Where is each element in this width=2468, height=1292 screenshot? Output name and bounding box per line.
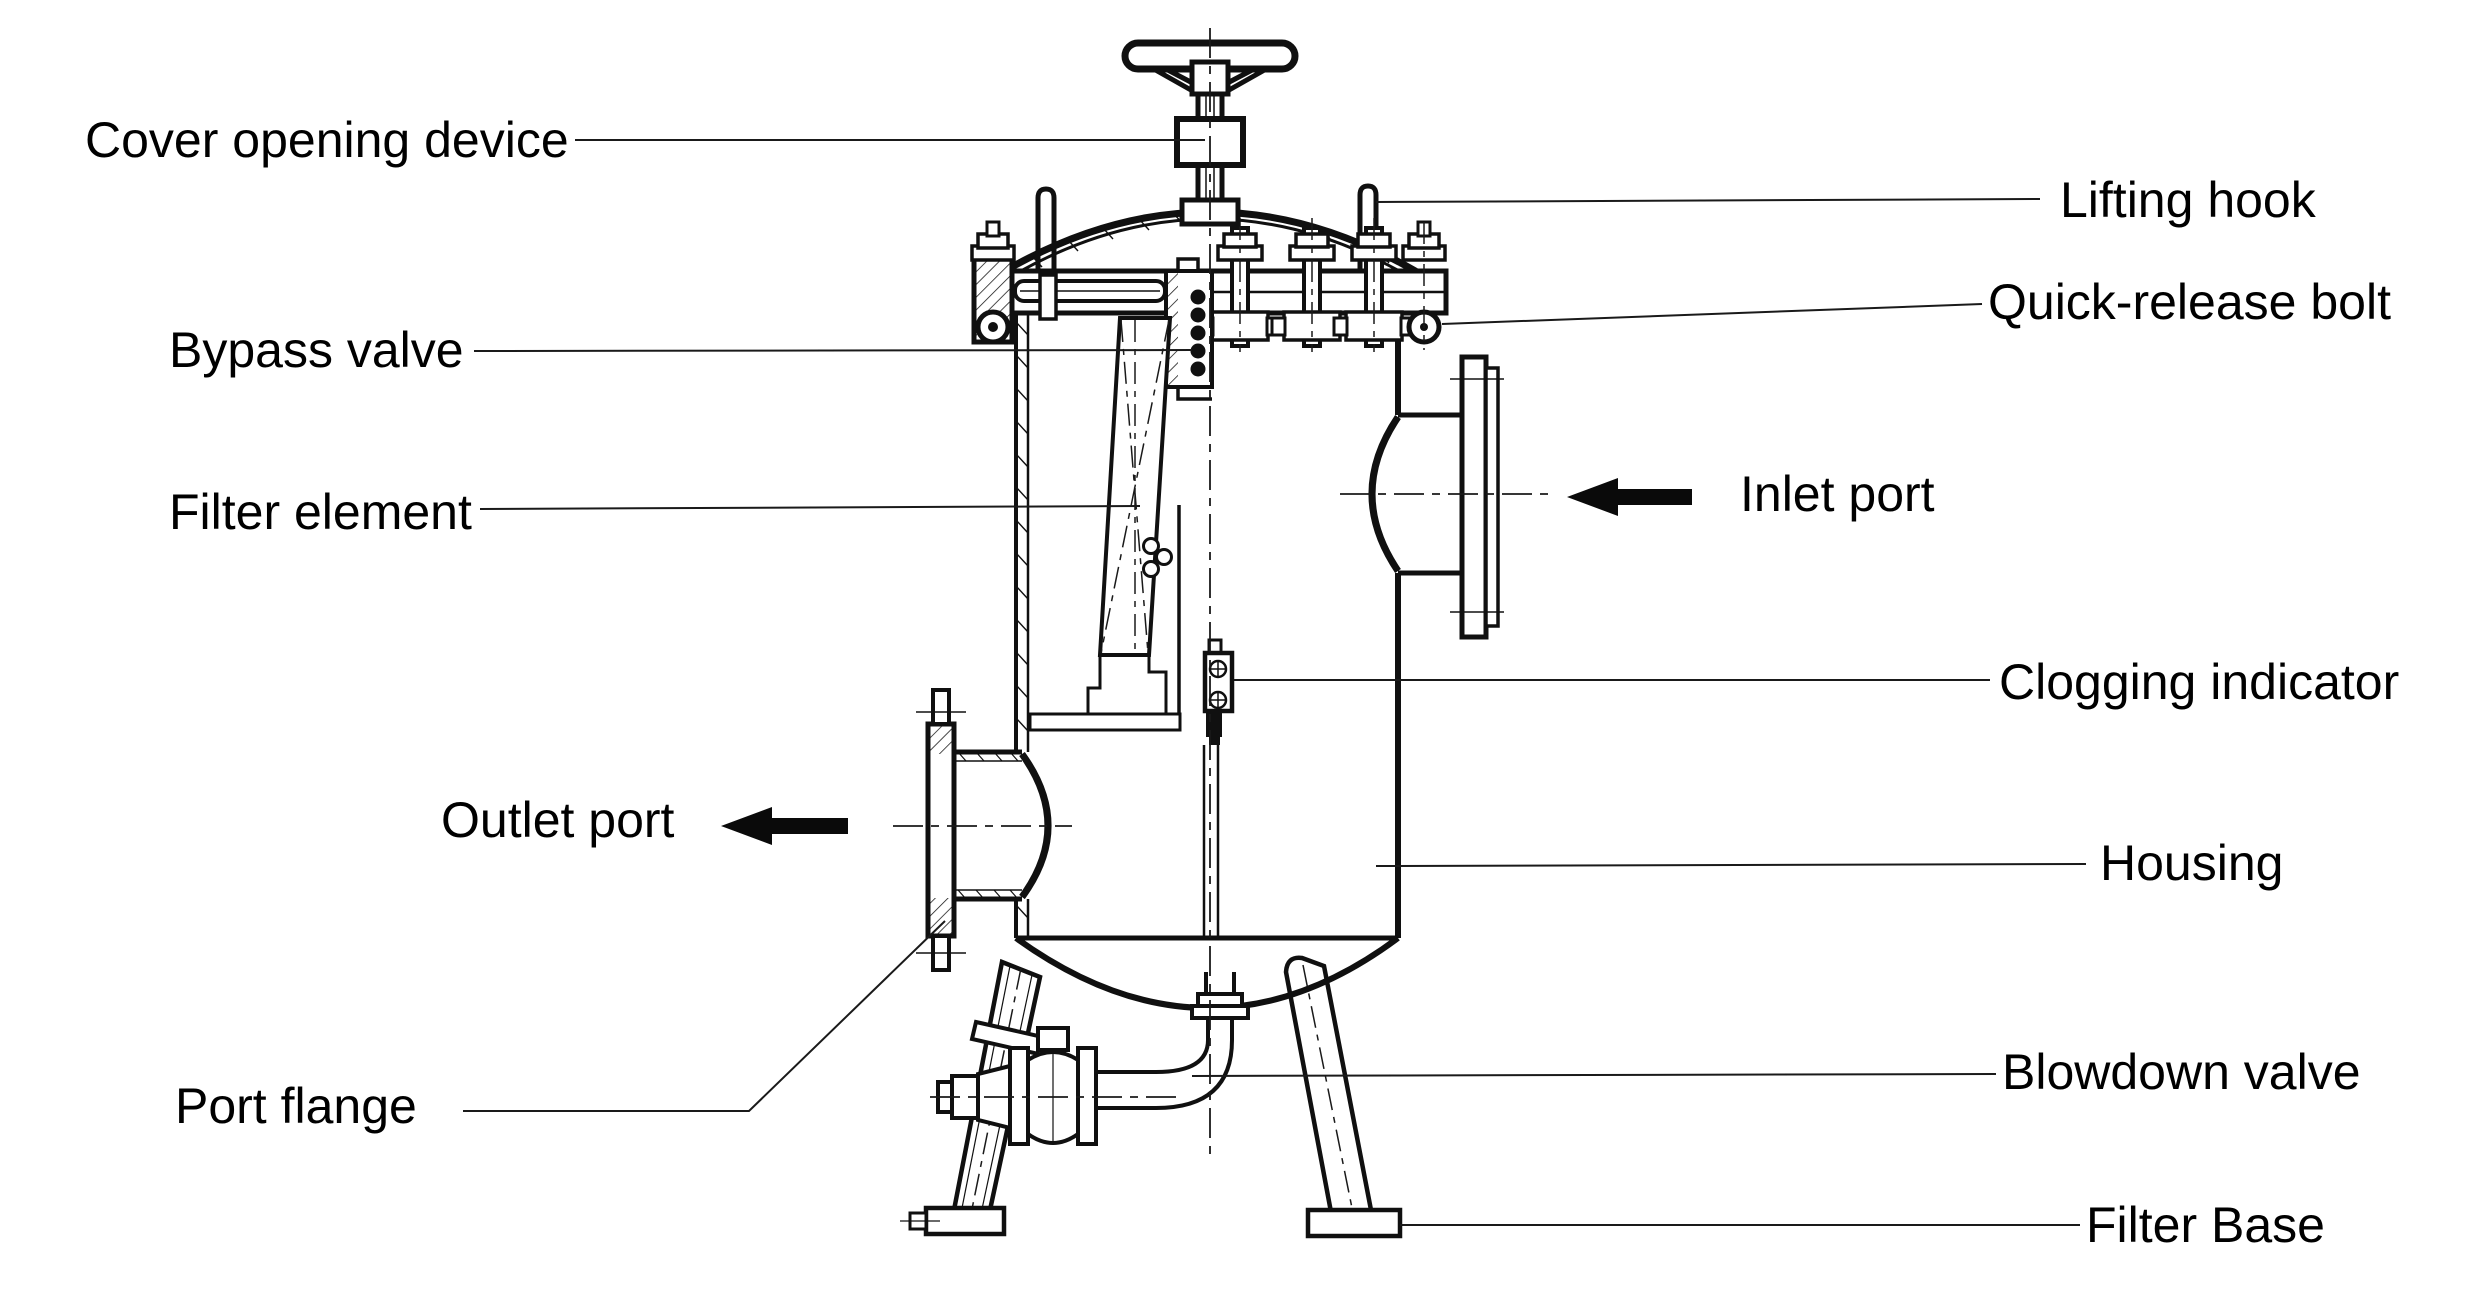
label-clogging-indicator: Clogging indicator <box>1999 654 2399 710</box>
label-bypass-valve: Bypass valve <box>169 322 464 378</box>
labels: Cover opening device Lifting hook Bypass… <box>85 112 2399 1253</box>
bypass-valve <box>1164 257 1214 401</box>
t-bolt <box>1270 218 1354 352</box>
handwheel-spokes <box>1150 65 1270 97</box>
centerlines <box>893 28 1548 1160</box>
quick-release-bolt-open <box>1013 273 1167 321</box>
clogging-indicator <box>1202 638 1235 745</box>
quick-release-bolt-right <box>1401 220 1447 350</box>
inlet-port <box>1368 354 1504 640</box>
element-hole <box>1142 560 1160 578</box>
outlet-flow-arrow <box>721 807 848 845</box>
cross-pin <box>1038 273 1058 321</box>
elbow-outer <box>1155 1039 1234 1110</box>
t-bolt <box>1332 218 1416 352</box>
leader-bypass-valve <box>473 349 1193 352</box>
label-quick-release-bolt: Quick-release bolt <box>1988 274 2391 330</box>
leader-lines <box>463 139 2087 1226</box>
inlet-neck-curve <box>1368 415 1401 573</box>
outlet-neck-curve <box>1019 751 1052 900</box>
quick-release-bolts <box>1198 218 1416 352</box>
blowdown-valve <box>936 972 1250 1146</box>
leader-lifting-hook <box>1375 198 2041 203</box>
label-inlet-port: Inlet port <box>1740 466 1935 522</box>
element-support <box>1028 653 1220 936</box>
element-hole <box>1142 537 1160 555</box>
valve-stem <box>1036 1026 1070 1052</box>
right-foot-pad <box>1305 1207 1403 1239</box>
support-plate <box>1028 712 1182 732</box>
label-cover-opening-device: Cover opening device <box>85 112 569 168</box>
leader-blowdown-valve <box>1191 1073 1997 1077</box>
inlet-flow-arrow <box>1567 478 1692 516</box>
label-filter-element: Filter element <box>169 484 472 540</box>
valve-flange-left <box>1008 1046 1030 1146</box>
housing-shell <box>1014 313 1401 1011</box>
right-leg <box>1283 955 1374 1215</box>
filter-legs <box>900 955 1403 1239</box>
label-lifting-hook: Lifting hook <box>2060 172 2317 228</box>
inlet-flange <box>1459 354 1489 640</box>
valve-flange-right <box>1076 1046 1098 1146</box>
element-hole <box>1155 548 1173 566</box>
quick-release-bolt-left <box>970 220 1016 345</box>
filter-base-feet <box>900 1205 1403 1239</box>
label-filter-base: Filter Base <box>2086 1197 2325 1253</box>
leader-port-flange <box>463 920 946 1112</box>
leader-housing <box>1375 863 2087 867</box>
elbow-inner <box>1155 1039 1210 1074</box>
label-outlet-port: Outlet port <box>441 792 675 848</box>
port-flange <box>916 688 966 972</box>
label-housing: Housing <box>2100 835 2283 891</box>
leader-filter-element <box>479 505 1141 510</box>
outlet-port <box>916 688 1052 972</box>
label-blowdown-valve: Blowdown valve <box>2002 1044 2361 1100</box>
leader-quick-release-bolt <box>1441 303 1983 325</box>
flange-tab-top <box>931 688 951 726</box>
label-port-flange: Port flange <box>175 1078 417 1134</box>
cover-flange <box>970 218 1449 352</box>
